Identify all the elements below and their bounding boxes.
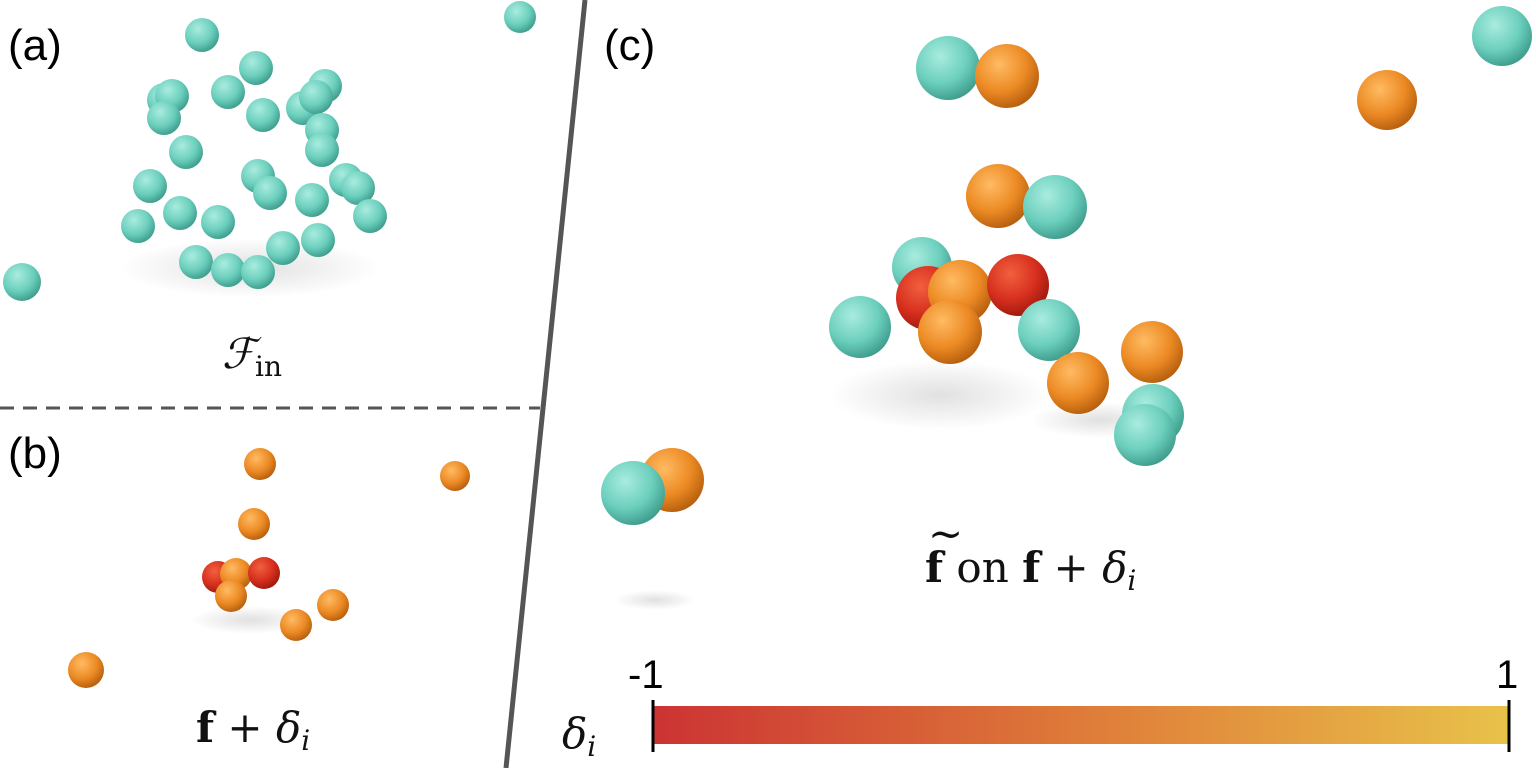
colorbar-delta: δ (562, 709, 587, 758)
sphere (440, 461, 470, 491)
sphere (301, 223, 335, 257)
panel-a-label: (a) (8, 21, 62, 70)
caption-delta: δ (276, 703, 301, 752)
panel-b-spheres (68, 448, 470, 688)
sphere (1357, 70, 1417, 130)
sphere (253, 176, 287, 210)
sphere (211, 253, 245, 287)
colorbar: -1 1 δi (562, 653, 1518, 763)
panel-c-spheres (601, 6, 1532, 525)
sphere (987, 254, 1049, 316)
sphere (305, 133, 339, 167)
sphere (246, 98, 280, 132)
sphere (133, 169, 167, 203)
sphere (266, 231, 300, 265)
sphere (1023, 175, 1087, 239)
sphere (1047, 352, 1109, 414)
caption-delta: δ (1102, 543, 1127, 592)
colorbar-subscript: i (587, 730, 596, 763)
sphere (504, 1, 536, 33)
sphere (179, 245, 213, 279)
sphere (295, 183, 329, 217)
sphere (211, 75, 245, 109)
caption-subscript: i (1127, 564, 1136, 597)
colorbar-gradient (653, 706, 1508, 744)
sphere (215, 580, 247, 612)
sphere (975, 44, 1039, 108)
caption-plus: + (1040, 543, 1102, 592)
sphere (1121, 321, 1183, 383)
panel-c-caption: f on f + δi (925, 543, 1136, 597)
panel-c-label: (c) (604, 21, 655, 70)
panel-a-spheres (3, 1, 536, 301)
sphere (121, 209, 155, 243)
caption-subscript: in (255, 350, 282, 383)
sphere (829, 296, 891, 358)
sphere (248, 557, 280, 589)
panel-b-caption: f + δi (196, 703, 310, 757)
colorbar-min-label: -1 (628, 653, 664, 697)
caption-f: f (196, 703, 217, 752)
sphere (1018, 299, 1080, 361)
sphere (239, 51, 273, 85)
sphere (3, 263, 41, 301)
sphere (244, 448, 276, 480)
sphere (241, 255, 275, 289)
sphere (1472, 6, 1532, 66)
caption-f: f (1022, 543, 1043, 592)
sphere (341, 171, 375, 205)
sphere (238, 508, 270, 540)
panel-b-label: (b) (8, 429, 62, 478)
sphere (163, 196, 197, 230)
slanted-divider (503, 0, 588, 768)
sphere (317, 589, 349, 621)
panel-a-caption: ℱin (222, 329, 282, 383)
sphere (299, 80, 333, 114)
sphere (1114, 404, 1176, 466)
caption-subscript: i (301, 724, 310, 757)
sphere (916, 36, 980, 100)
sphere (966, 164, 1030, 228)
sphere (68, 652, 104, 688)
sphere (918, 300, 982, 364)
sphere (353, 199, 387, 233)
colorbar-max-label: 1 (1496, 653, 1518, 697)
caption-ftilde: f (925, 543, 946, 592)
colorbar-symbol: δi (562, 709, 596, 763)
sphere (185, 18, 219, 52)
caption-plus: + (214, 703, 276, 752)
caption-tilde-accent: ~ (928, 509, 963, 558)
caption-on: on (943, 543, 1022, 592)
sphere (169, 135, 203, 169)
sphere (147, 101, 181, 135)
sphere (601, 461, 665, 525)
sphere (201, 205, 235, 239)
sphere (280, 609, 312, 641)
